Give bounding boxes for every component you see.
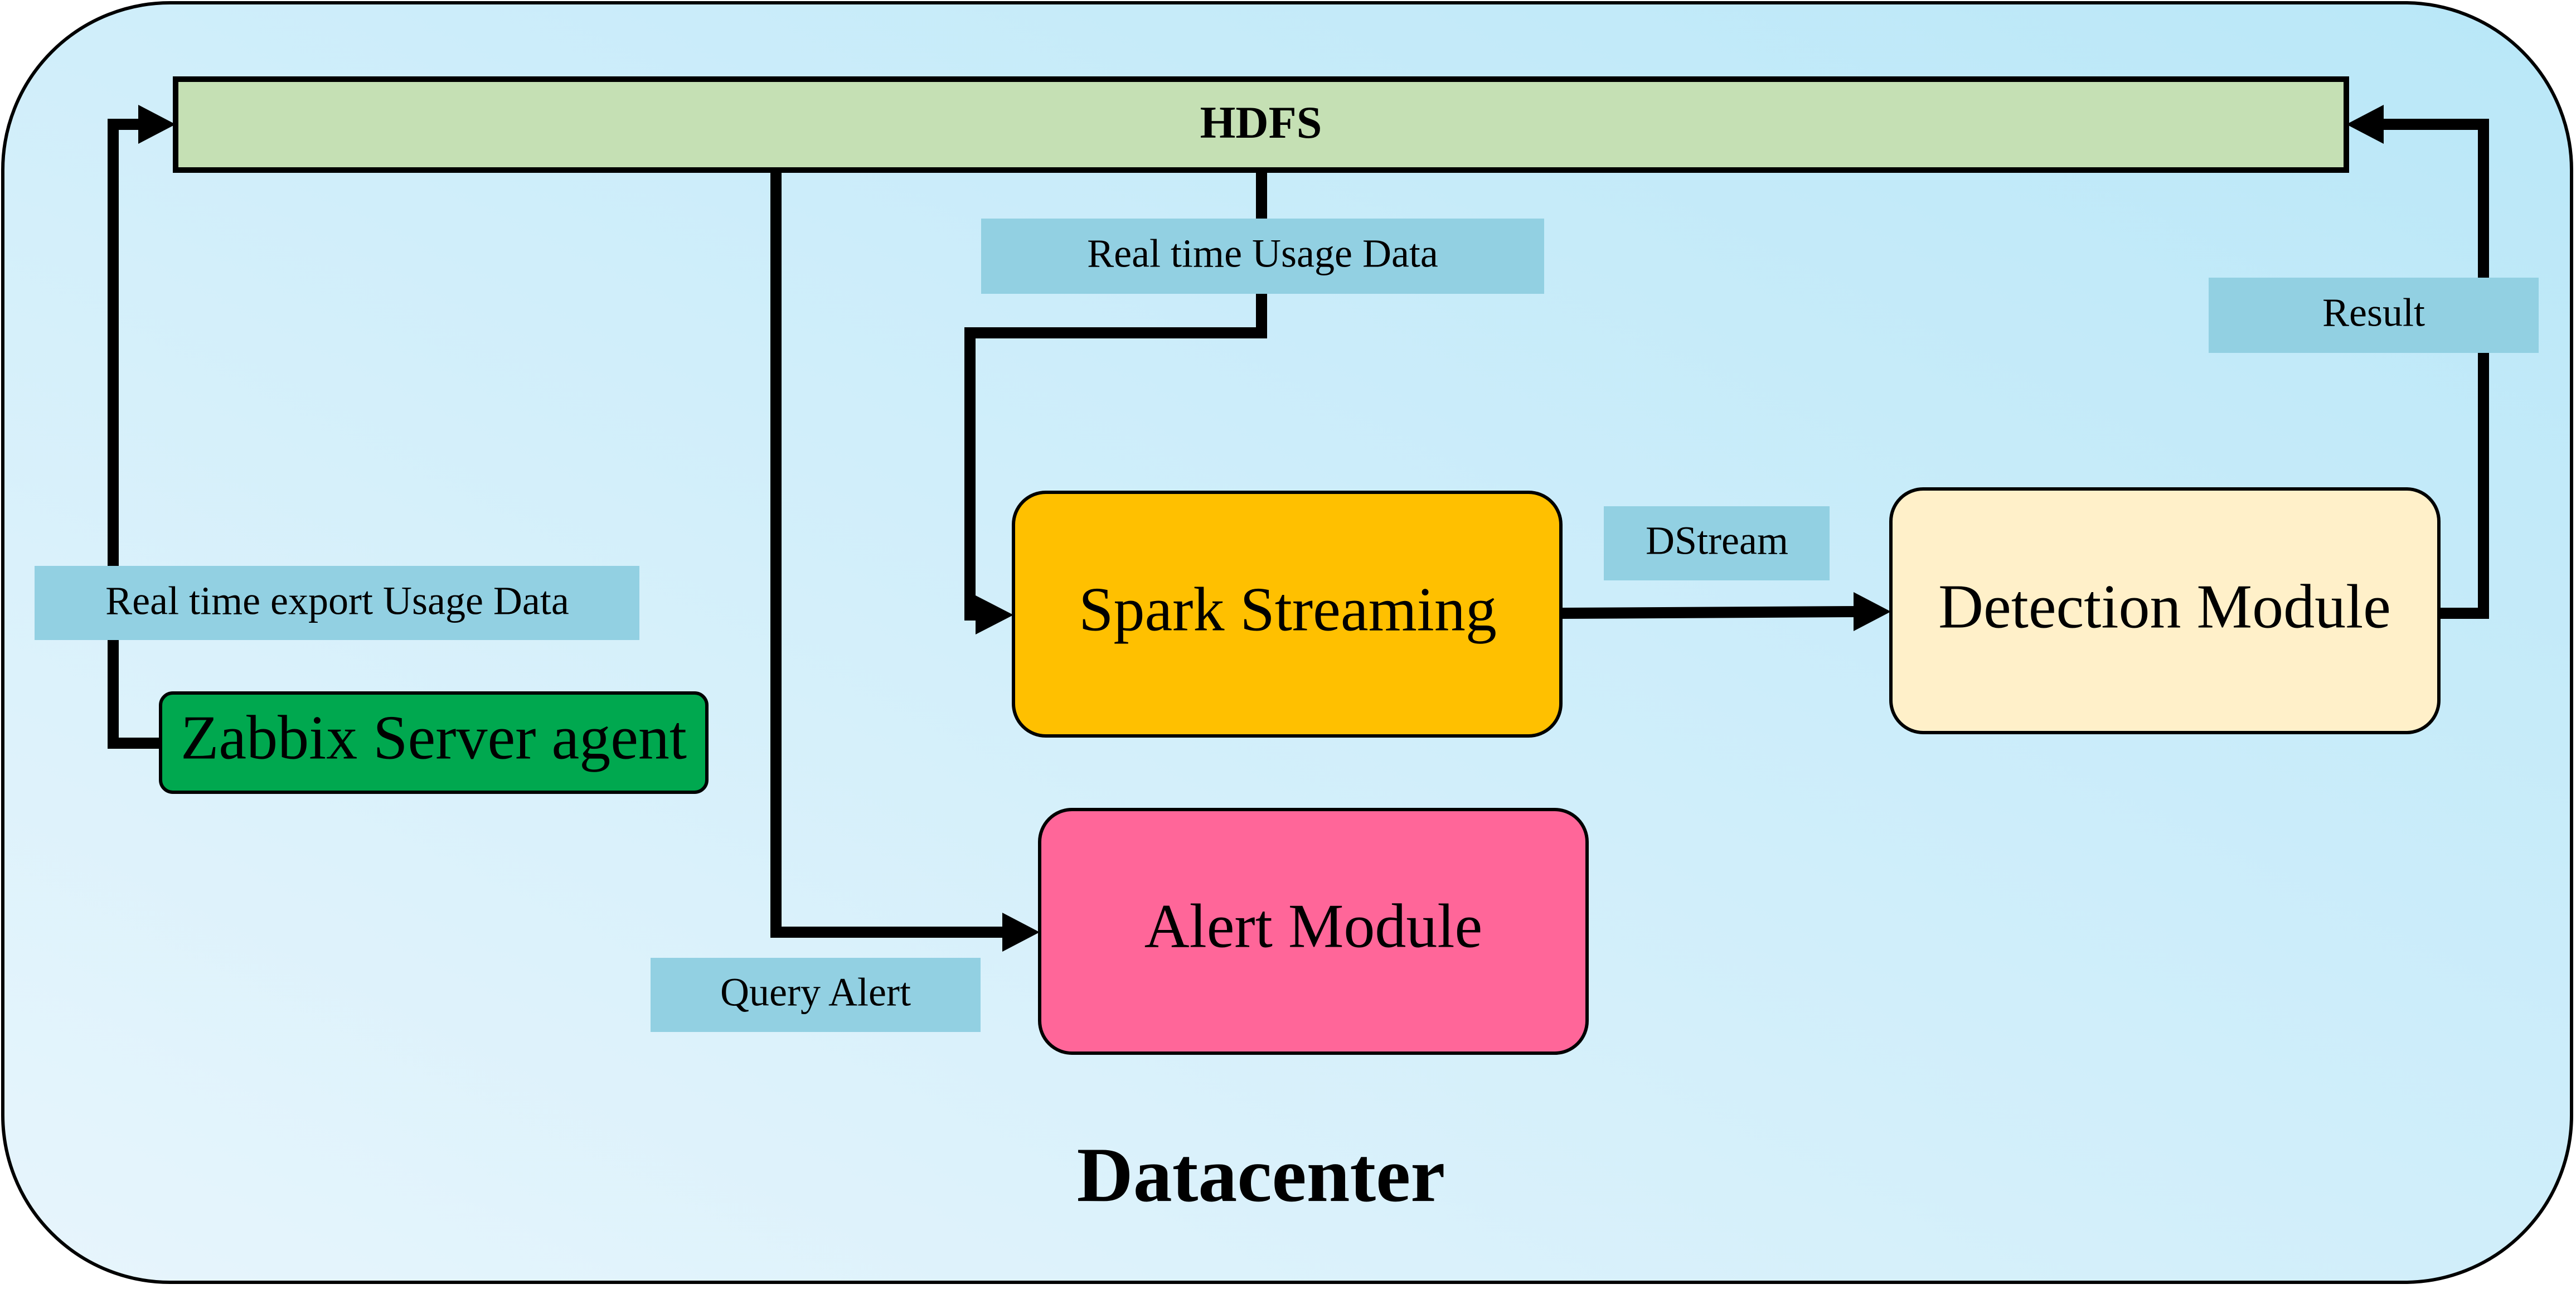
arrowhead-spark: [976, 595, 1013, 634]
label-query-alert: Query Alert: [651, 958, 981, 1032]
edge-detection-to-hdfs: [2380, 119, 2489, 619]
hdfs-node: HDFS: [173, 76, 2349, 173]
detection-module-node: Detection Module: [1889, 487, 2441, 734]
hdfs-label: HDFS: [1200, 97, 1322, 148]
datacenter-title: Datacenter: [1077, 1132, 1445, 1218]
label-realtime-usage: Real time Usage Data: [981, 219, 1544, 294]
arrowhead-hdfs-right: [2346, 105, 2384, 144]
label-realtime-usage-text: Real time Usage Data: [1087, 231, 1438, 276]
label-query-alert-text: Query Alert: [720, 970, 911, 1015]
edge-zabbix-to-hdfs: [108, 119, 161, 749]
zabbix-server-agent-label: Zabbix Server agent: [181, 704, 687, 773]
label-export-usage: Real time export Usage Data: [35, 566, 639, 640]
alert-module-label: Alert Module: [1144, 892, 1483, 961]
arrowhead-hdfs-left: [138, 105, 176, 144]
arrowheads: [138, 105, 2384, 952]
label-dstream-text: DStream: [1646, 518, 1788, 563]
edge-spark-to-detection: [1560, 606, 1860, 619]
arrowhead-alert: [1002, 913, 1040, 952]
label-result: Result: [2209, 278, 2539, 353]
alert-module-node: Alert Module: [1038, 808, 1589, 1055]
label-result-text: Result: [2322, 290, 2425, 335]
edge-hdfs-to-alert: [770, 170, 1012, 938]
zabbix-server-agent-node: Zabbix Server agent: [159, 691, 709, 794]
label-dstream: DStream: [1604, 506, 1830, 580]
label-export-usage-text: Real time export Usage Data: [105, 579, 569, 623]
arrowhead-detection: [1854, 592, 1891, 631]
spark-streaming-label: Spark Streaming: [1079, 575, 1497, 644]
spark-streaming-node: Spark Streaming: [1012, 491, 1563, 738]
detection-module-label: Detection Module: [1938, 573, 2391, 642]
